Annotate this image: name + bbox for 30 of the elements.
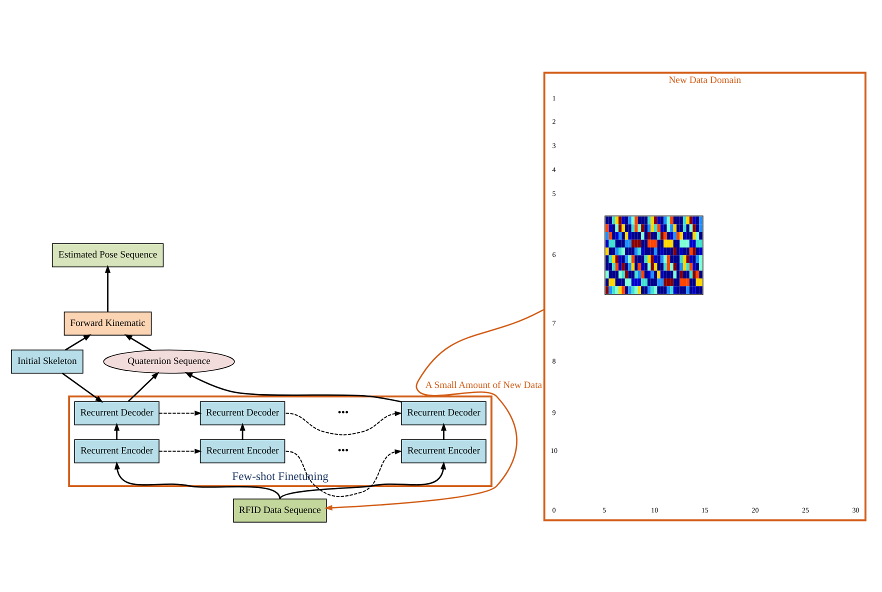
arrow [114, 460, 281, 499]
arrow [440, 422, 447, 440]
label: ••• [338, 445, 349, 456]
node-box: Estimated Pose Sequence [52, 242, 164, 267]
node-box: Recurrent Decoder [401, 400, 486, 425]
arrow [159, 410, 202, 416]
node-box: Recurrent Decoder [74, 400, 160, 425]
node-box: Recurrent Decoder [200, 400, 286, 425]
arrow [124, 334, 152, 350]
node-box: Recurrent Encoder [200, 438, 286, 463]
arrow [159, 448, 202, 454]
arrow [128, 371, 160, 402]
label: ••• [338, 407, 349, 418]
arrow [286, 410, 402, 435]
arrow [104, 264, 111, 312]
arrow [114, 422, 120, 440]
node-box: Recurrent Encoder [74, 438, 160, 463]
arrow [286, 448, 402, 496]
arrow [184, 371, 402, 402]
edge-label: A Small Amount of New Data [425, 380, 542, 391]
node-box: RFID Data Sequence [233, 498, 327, 522]
node-box: Recurrent Encoder [401, 438, 486, 463]
arrow [240, 422, 246, 440]
arrow [324, 308, 545, 510]
node-box: Initial Skeleton [10, 349, 84, 374]
arrow [64, 334, 92, 350]
node-box: Forward Kinematic [64, 311, 152, 336]
node-ellipse: Quaternion Sequence [103, 349, 235, 374]
arrow [279, 460, 446, 499]
arrow [62, 372, 104, 402]
